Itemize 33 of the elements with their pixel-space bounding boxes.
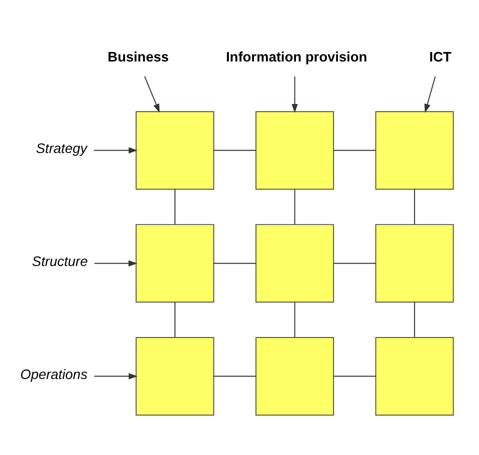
connector <box>213 262 256 264</box>
arrow <box>424 76 436 112</box>
connector <box>333 149 376 150</box>
node-text: Operations <box>20 366 88 382</box>
node-box <box>255 336 334 416</box>
node-box <box>255 110 334 190</box>
node-box <box>136 110 214 190</box>
connector <box>174 188 176 224</box>
node-text: Structure <box>32 254 88 269</box>
connector <box>414 188 416 224</box>
node-text: Information provision <box>226 48 368 64</box>
connector <box>174 301 176 338</box>
node-box <box>375 224 454 302</box>
connector <box>333 262 376 264</box>
node-text: Business <box>108 48 169 64</box>
node-box <box>255 224 334 302</box>
connector <box>213 375 256 376</box>
connector <box>333 375 376 376</box>
arrow <box>144 76 160 112</box>
node-box <box>375 336 454 416</box>
connector <box>213 149 256 150</box>
node-box <box>375 110 454 190</box>
node-text: Strategy <box>36 140 88 156</box>
connector <box>414 301 416 338</box>
arrow <box>94 372 138 379</box>
arrow <box>292 76 298 112</box>
connector <box>294 301 296 338</box>
node-box <box>136 224 214 302</box>
connector <box>294 188 296 224</box>
node-box <box>136 336 214 416</box>
arrow <box>94 260 138 266</box>
arrow <box>93 146 138 154</box>
node-text: ICT <box>429 48 452 64</box>
